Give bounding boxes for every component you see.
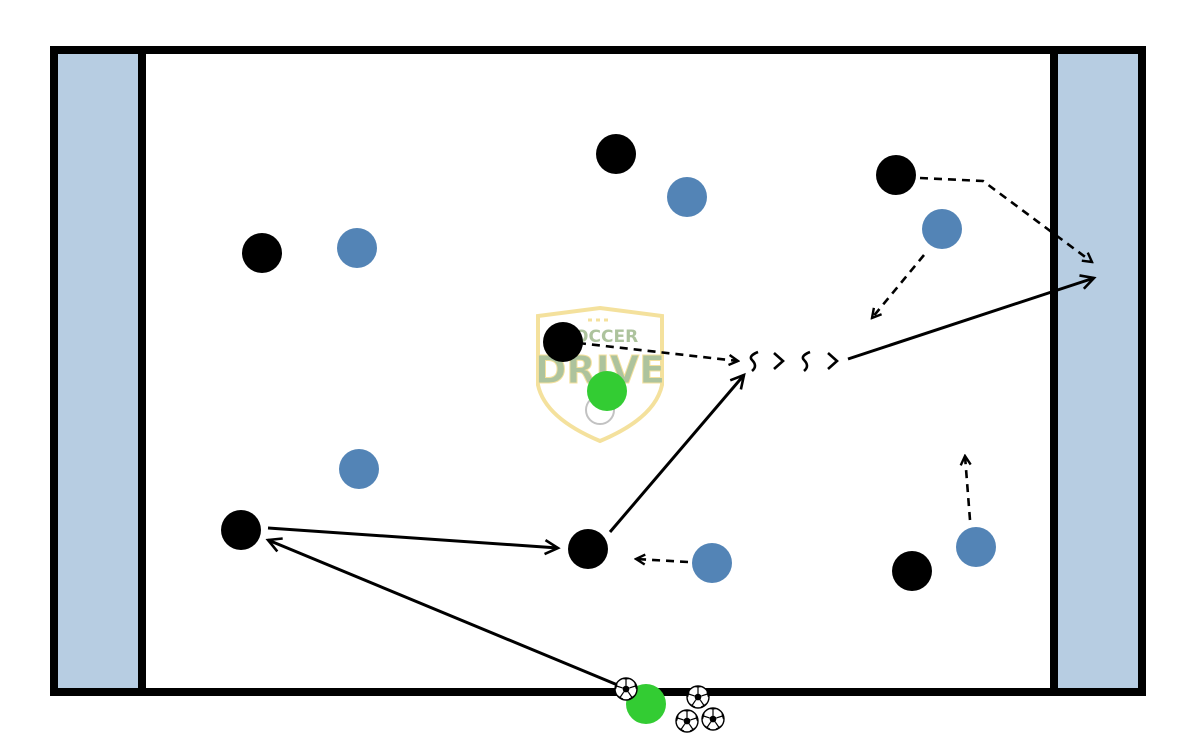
pass-arrow-left-to-bottom-attacker bbox=[267, 526, 561, 556]
field-border bbox=[50, 46, 1146, 696]
pass-arrow-bottom-attacker-to-dribble bbox=[608, 372, 746, 533]
end-zone-left bbox=[58, 54, 142, 688]
attacker-player bbox=[596, 134, 636, 174]
dribble-chevron-2 bbox=[827, 352, 839, 370]
run-arrow-bottom-right-defender bbox=[965, 456, 970, 521]
attacker-player bbox=[892, 551, 932, 591]
defender-player bbox=[692, 543, 732, 583]
run-arrow-bottom-defender bbox=[636, 559, 689, 562]
soccer-ball-icon bbox=[686, 685, 710, 709]
watermark-shield bbox=[536, 305, 664, 444]
dribble-wave-2 bbox=[801, 350, 811, 372]
defender-player bbox=[667, 177, 707, 217]
run-arrow-top-right-attacker bbox=[919, 176, 1092, 262]
dribble-wave-1 bbox=[749, 350, 759, 372]
pass-arrow-coach-to-left-attacker bbox=[265, 537, 621, 688]
neutral-player bbox=[587, 371, 627, 411]
end-zone-right bbox=[1054, 54, 1138, 688]
attacker-player bbox=[568, 529, 608, 569]
attacker-player bbox=[221, 510, 261, 550]
defender-player bbox=[339, 449, 379, 489]
attacker-player bbox=[242, 233, 282, 273]
dribble-chevron-1 bbox=[773, 352, 785, 370]
pass-arrow-dribble-to-end-zone bbox=[847, 274, 1097, 361]
soccer-ball-icon bbox=[701, 707, 725, 731]
defender-player bbox=[337, 228, 377, 268]
attacker-player bbox=[543, 322, 583, 362]
soccer-ball-icon bbox=[614, 677, 638, 701]
defender-player bbox=[922, 209, 962, 249]
soccer-ball-icon bbox=[675, 709, 699, 733]
attacker-player bbox=[876, 155, 916, 195]
defender-player bbox=[956, 527, 996, 567]
